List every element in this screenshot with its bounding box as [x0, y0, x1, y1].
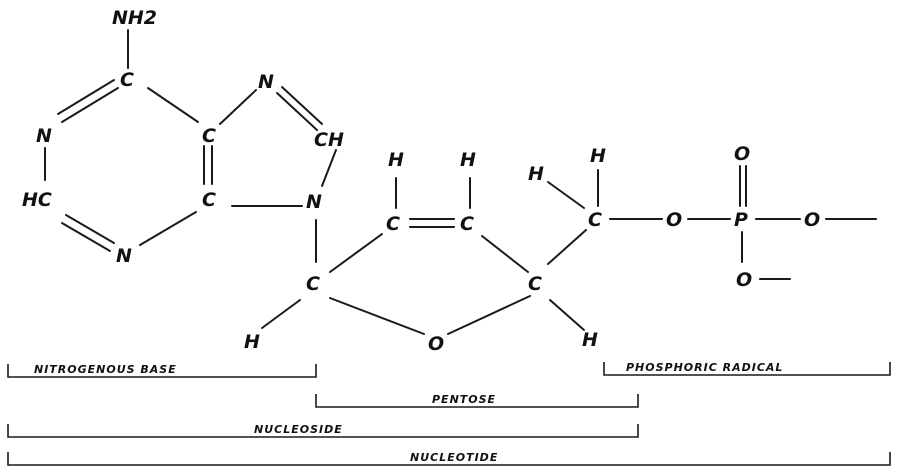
atom-h-c3: H	[460, 149, 476, 171]
atom-h-c5-left: H	[528, 163, 544, 185]
bond-c-n-left-b	[57, 79, 115, 115]
atom-nh2: NH2	[112, 7, 157, 29]
atom-c-top: C	[120, 69, 134, 91]
atom-h-c2: H	[388, 149, 404, 171]
label-nucleoside: NUCLEOSIDE	[254, 423, 343, 436]
atom-p: P	[734, 209, 748, 231]
atom-n-bottom: N	[116, 245, 132, 267]
label-nitrogenous-base: NITROGENOUS BASE	[34, 363, 177, 376]
atom-n-left: N	[36, 125, 52, 147]
atom-ch-imid: CH	[314, 129, 344, 151]
atom-o-ring: O	[428, 333, 444, 355]
bond-c1-o	[329, 297, 425, 335]
atom-c4: C	[528, 273, 542, 295]
bond-c4-c5	[547, 229, 587, 265]
bond-c3-c4	[481, 235, 529, 273]
bond-n-imid-ch-b	[276, 92, 318, 131]
atom-n-imid-top: N	[258, 71, 274, 93]
bracket-pentose	[315, 394, 639, 408]
bond-o-c4	[447, 295, 531, 335]
atom-o-top: O	[734, 143, 750, 165]
atom-hc-left: HC	[22, 189, 52, 211]
bracket-nucleotide	[7, 452, 891, 466]
bond-c-n-left-a	[61, 87, 119, 123]
atom-h-c5-top: H	[590, 145, 606, 167]
label-pentose: PENTOSE	[432, 393, 496, 406]
atom-o-right: O	[804, 209, 820, 231]
bond-ch-nglyc	[321, 149, 337, 187]
bracket-labels: NITROGENOUS BASE PHOSPHORIC RADICAL PENT…	[34, 361, 783, 464]
atom-o-ester: O	[666, 209, 682, 231]
bond-n-imid-ch-a	[281, 86, 323, 125]
bracket-nitrogenous-base	[7, 364, 317, 378]
bond-n-bottom-cfused	[139, 211, 197, 246]
atom-n-glycosidic: N	[306, 191, 322, 213]
atom-c5: C	[588, 209, 602, 231]
label-nucleotide: NUCLEOTIDE	[410, 451, 498, 464]
atom-c-fused-top: C	[202, 125, 216, 147]
bond-cfused-n-imid	[219, 89, 257, 125]
brackets	[7, 362, 891, 466]
bonds	[44, 29, 877, 335]
atom-c2: C	[386, 213, 400, 235]
bracket-phosphoric-radical	[603, 362, 891, 376]
bond-c-cfused	[147, 87, 199, 123]
bracket-nucleoside	[7, 424, 639, 438]
atom-h-c4: H	[582, 329, 598, 351]
bond-c4-h	[549, 299, 585, 331]
bond-c1-h	[261, 299, 301, 329]
atom-h-c1: H	[244, 331, 260, 353]
atom-c-fused-bottom: C	[202, 189, 216, 211]
atom-o-bottom: O	[736, 269, 752, 291]
atom-c1: C	[306, 273, 320, 295]
atom-c3: C	[460, 213, 474, 235]
label-phosphoric-radical: PHOSPHORIC RADICAL	[626, 361, 783, 374]
bond-hc-n-bottom-a	[65, 214, 115, 244]
bond-h-c5-left	[547, 181, 585, 209]
bond-c1-c2	[329, 233, 383, 273]
atoms: NH2 C N N C CH HC C N N H H C C H H C O …	[22, 7, 820, 355]
bond-hc-n-bottom-b	[61, 222, 111, 252]
